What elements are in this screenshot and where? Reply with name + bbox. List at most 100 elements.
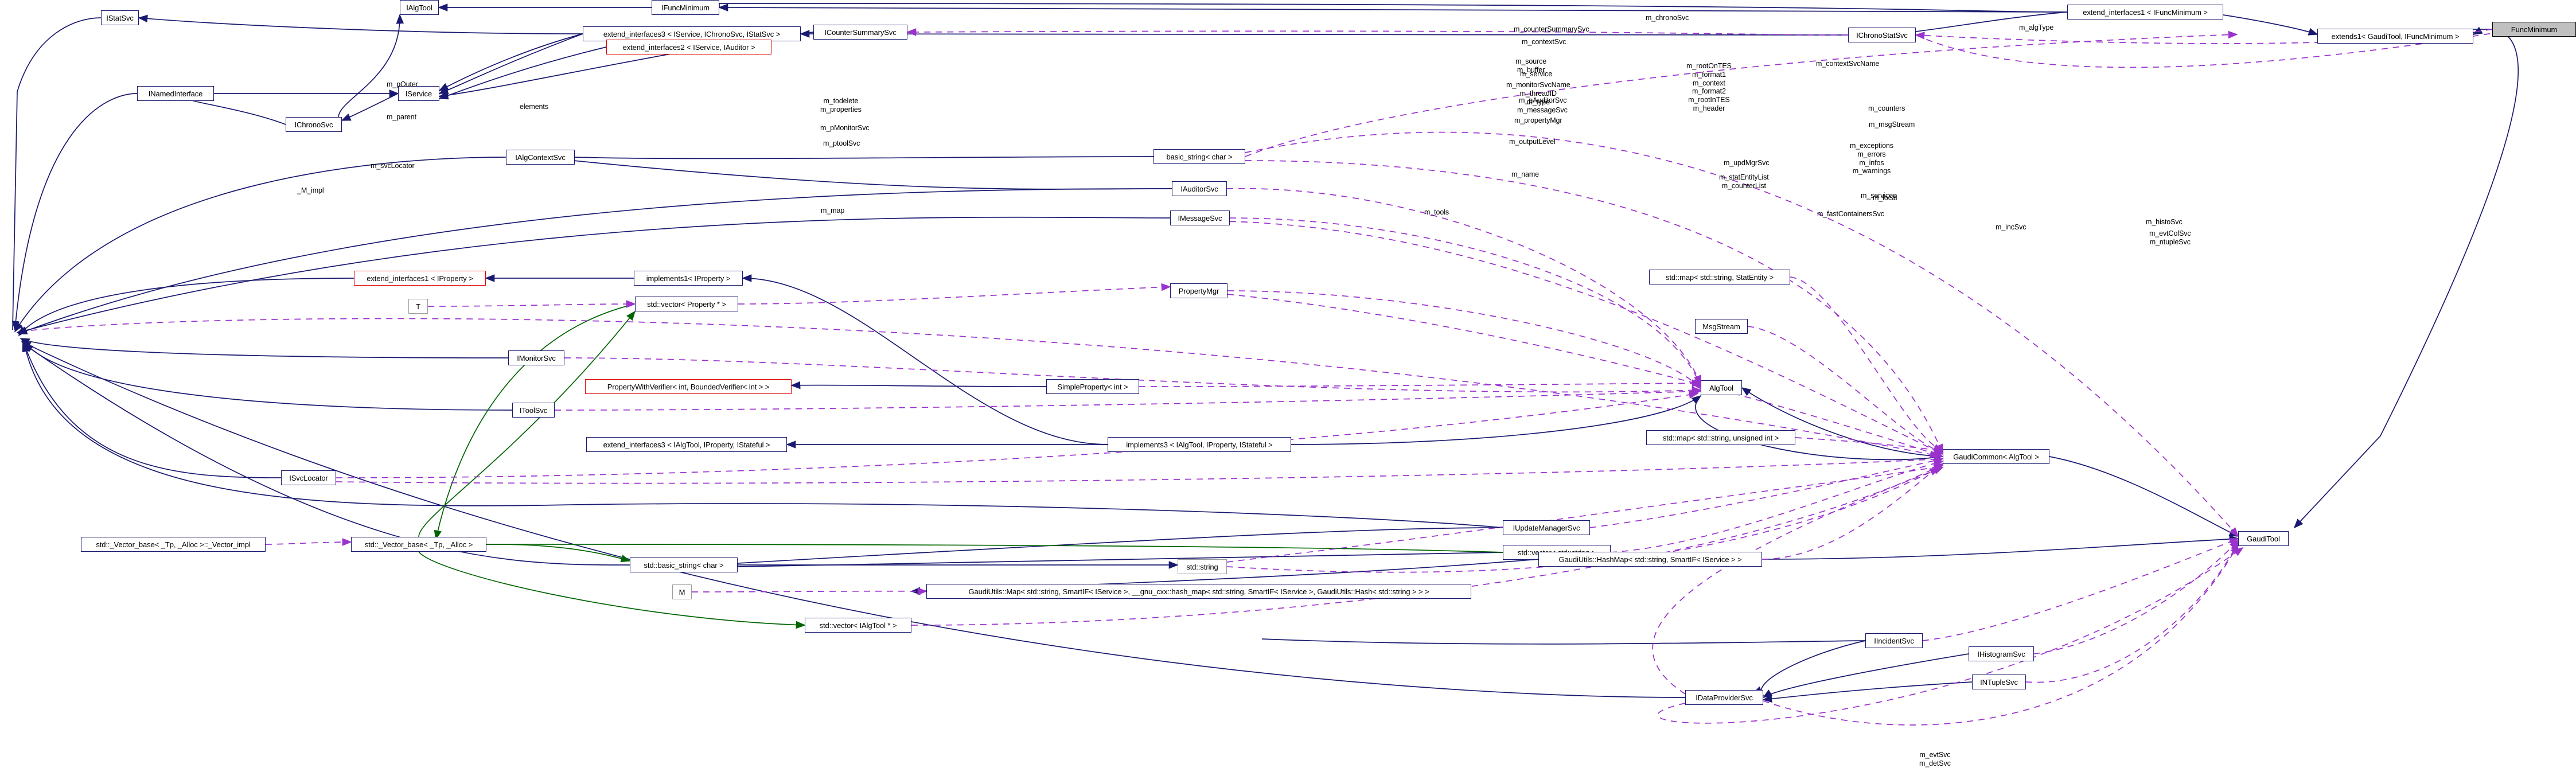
edge-label-12: m_msgStream <box>1869 120 1915 129</box>
class-node-INamedInterface[interactable]: INamedInterface <box>137 86 214 101</box>
edge-label-line: m_warnings <box>1852 167 1891 176</box>
edge-label-line: m_contextSvcName <box>1816 60 1880 68</box>
edge-label-line: m_rootOnTES <box>1686 62 1732 70</box>
edge-label-line: m_updMgrSvc <box>1724 159 1770 167</box>
edge-label-16: elements <box>520 103 548 111</box>
class-node-IIncidentSvc[interactable]: IIncidentSvc <box>1865 633 1923 648</box>
edge-label-27: m_local <box>1873 194 1897 202</box>
class-node-IChronoSvc[interactable]: IChronoSvc <box>286 117 342 132</box>
class-node-GaudiCommon_AlgTool[interactable]: GaudiCommon< AlgTool > <box>1943 449 2049 464</box>
class-node-IAlgContextSvc[interactable]: IAlgContextSvc <box>506 150 575 165</box>
class-node-vector_base_Vector_impl[interactable]: std::_Vector_base< _Tp, _Alloc >::_Vecto… <box>81 537 266 552</box>
edge-label-22: m_updMgrSvc <box>1724 159 1770 167</box>
class-node-AlgTool[interactable]: AlgTool <box>1701 380 1742 395</box>
class-node-implements3_IAlgTool_IProperty_IStateful[interactable]: implements3 < IAlgTool, IProperty, IStat… <box>1108 437 1291 452</box>
class-node-PropertyMgr[interactable]: PropertyMgr <box>1170 283 1227 298</box>
edge-label-7: m_service <box>1520 70 1552 79</box>
class-node-std_basic_string_char[interactable]: std::basic_string< char > <box>630 558 738 572</box>
class-node-GaudiTool[interactable]: GaudiTool <box>2238 531 2289 546</box>
class-node-IMessageSvc[interactable]: IMessageSvc <box>1170 210 1230 225</box>
edge-label-6: m_contextSvcName <box>1816 60 1879 68</box>
edge-label-line: m_algType <box>2019 24 2054 32</box>
class-node-vector_base[interactable]: std::_Vector_base< _Tp, _Alloc > <box>351 537 486 552</box>
class-node-IDataProviderSvc[interactable]: IDataProviderSvc <box>1685 690 1763 705</box>
edge-label-line: m_rootInTES <box>1688 96 1730 104</box>
class-node-IChronoStatSvc[interactable]: IChronoStatSvc <box>1848 28 1916 42</box>
class-node-ISvcLocator[interactable]: ISvcLocator <box>281 470 336 485</box>
edge-label-line: m_pAuditorSvc <box>1519 96 1567 104</box>
edge-label-29: m_map <box>821 206 844 215</box>
class-node-implements1_IProperty[interactable]: implements1< IProperty > <box>634 271 743 286</box>
edge-label-line: m_format2 <box>1692 87 1726 96</box>
edge-label-line: m_incSvc <box>1996 223 2026 231</box>
edge-label-9: m_pAuditorSvc <box>1519 96 1567 105</box>
edge-label-line: m_statEntityList <box>1719 173 1769 181</box>
class-node-GaudiUtils_Map[interactable]: GaudiUtils::Map< std::string, SmartIF< I… <box>926 584 1471 599</box>
class-node-std_string[interactable]: std::string <box>1178 559 1227 574</box>
class-node-M[interactable]: M <box>672 584 692 599</box>
class-node-IFuncMinimum[interactable]: IFuncMinimum <box>652 0 719 15</box>
edge-label-28: _M_impl <box>297 186 324 195</box>
edge-label-line: m_histoSvc <box>2146 218 2183 226</box>
edge-label-line: m_counterSummarySvc <box>1514 25 1589 33</box>
class-node-MsgStream[interactable]: MsgStream <box>1695 319 1748 334</box>
class-node-GaudiUtils_HashMap[interactable]: GaudiUtils::HashMap< std::string, SmartI… <box>1538 552 1762 567</box>
class-node-ICounterSummarySvc[interactable]: ICounterSummarySvc <box>813 25 907 40</box>
class-node-IAlgTool[interactable]: IAlgTool <box>400 0 439 15</box>
class-node-extend_interfaces1_IProperty[interactable]: extend_interfaces1 < IProperty > <box>354 271 486 286</box>
class-node-extend_interfaces1_IFuncMinimum[interactable]: extend_interfaces1 < IFuncMinimum > <box>2067 5 2223 20</box>
edge-label-14: m_pOuter <box>387 80 418 89</box>
class-node-extend_interfaces3_IAlgTool_IProperty_IStateful[interactable]: extend_interfaces3 < IAlgTool, IProperty… <box>586 437 787 452</box>
class-node-IUpdateManagerSvc[interactable]: IUpdateManagerSvc <box>1503 520 1590 535</box>
edge-label-line: m_threadID <box>1519 89 1557 98</box>
class-node-IAuditorSvc[interactable]: IAuditorSvc <box>1172 181 1227 196</box>
class-node-IService[interactable]: IService <box>398 86 439 101</box>
edge-label-line: m_name <box>1511 170 1540 178</box>
edge-label-line: m_service <box>1520 70 1553 78</box>
edge-label-line: m_local <box>1873 194 1897 202</box>
class-node-SimpleProperty_int[interactable]: SimpleProperty< int > <box>1046 379 1139 394</box>
edge-label-18: m_pMonitorSvc <box>820 124 870 132</box>
class-node-extend_interfaces2_IService_IAuditor[interactable]: extend_interfaces2 < IService, IAuditor … <box>606 40 771 54</box>
edge-label-line: m_pOuter <box>387 80 418 88</box>
edge-label-line: m_outputLevel <box>1509 138 1556 146</box>
edge-label-line: m_source <box>1515 57 1547 65</box>
edge-label-line: m_pMonitorSvc <box>820 124 870 132</box>
class-node-IMonitorSvc[interactable]: IMonitorSvc <box>508 350 564 365</box>
class-node-IHistogramSvc[interactable]: IHistogramSvc <box>1969 646 2034 661</box>
edge-label-11: m_messageSvc <box>1517 106 1568 115</box>
edge-label-line: m_msgStream <box>1869 120 1915 128</box>
class-node-vector_IAlgTool[interactable]: std::vector< IAlgTool * > <box>805 618 911 633</box>
class-node-PropertyWithVerifier_int[interactable]: PropertyWithVerifier< int, BoundedVerifi… <box>585 379 792 394</box>
edge-label-20: m_outputLevel <box>1509 138 1556 146</box>
class-node-T1[interactable]: T <box>408 299 428 314</box>
edge-label-2: m_algType <box>2019 24 2053 32</box>
class-node-IToolSvc[interactable]: IToolSvc <box>512 403 555 418</box>
edge-label-line: m_evtSvc <box>1919 751 1951 759</box>
class-node-vector_Property[interactable]: std::vector< Property * > <box>635 297 738 311</box>
edge-label-19: m_ptoolSvc <box>823 139 860 148</box>
class-node-IStatSvc[interactable]: IStatSvc <box>101 10 139 25</box>
edge-label-10: m_counters <box>1868 104 1905 113</box>
class-node-map_string_unsigned_int[interactable]: std::map< std::string, unsigned int > <box>1646 430 1795 445</box>
class-node-INTupleSvc[interactable]: INTupleSvc <box>1972 675 2026 689</box>
class-node-basic_string_char[interactable]: basic_string< char > <box>1153 149 1245 164</box>
edge-label-line: m_header <box>1693 104 1725 112</box>
edge-label-line: m_parent <box>387 113 417 121</box>
class-node-FuncMinimum[interactable]: FuncMinimum <box>2492 22 2576 37</box>
edge-label-line: m_messageSvc <box>1517 106 1568 114</box>
edge-label-line: m_ptoolSvc <box>823 139 860 147</box>
class-node-map_string_StatEntity[interactable]: std::map< std::string, StatEntity > <box>1649 270 1790 284</box>
edge-label-line: m_buffer <box>1517 65 1545 74</box>
edge-label-line: elements <box>520 103 548 111</box>
edge-label-line: m_map <box>821 206 845 215</box>
class-node-extends1_GaudiTool_IFuncMinimum[interactable]: extends1< GaudiTool, IFuncMinimum > <box>2317 29 2473 44</box>
edge-label-30: m_tools <box>1424 208 1449 217</box>
edge-label-line: m_ntupleSvc <box>2149 237 2191 246</box>
